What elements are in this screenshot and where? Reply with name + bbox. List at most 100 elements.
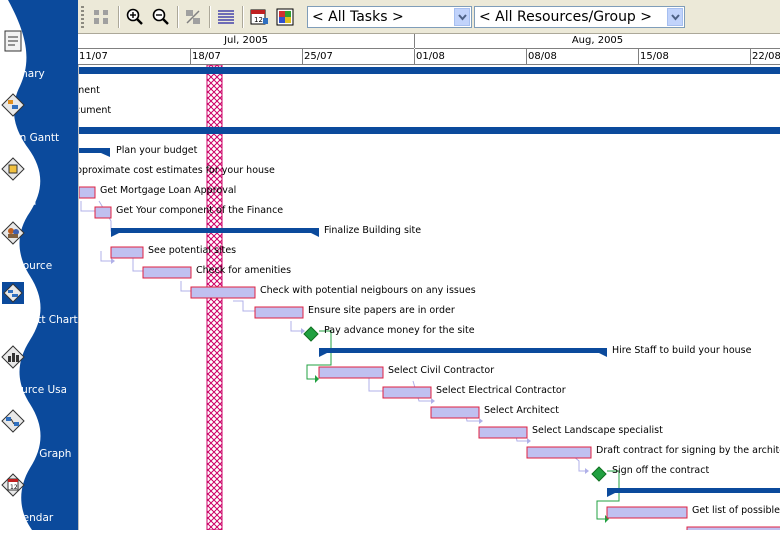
task-bar-landscape [478,426,528,439]
print-preview-icon[interactable] [274,6,296,28]
task-label: ment [79,85,100,96]
sidebar-item-label: Resource [4,260,53,272]
week-label: 22/08 [750,49,780,64]
timescale-divider [78,64,780,65]
critical-arrows [315,375,609,523]
task-bar-amenities [142,266,192,279]
sidebar-item-label: Summary [0,68,45,80]
tasks-filter-dropdown-button[interactable] [454,8,470,26]
gantt-chart-icon [0,277,29,309]
task-bar-neighbours [190,286,256,299]
gridlines-icon[interactable] [215,6,237,28]
task-bar-finance [94,206,112,219]
sidebar-item-calendar[interactable]: 12 Calendar [0,472,78,536]
week-label: 15/08 [638,49,751,64]
task-label: Ensure site papers are in order [308,305,455,316]
zoom-in-icon[interactable] [124,6,146,28]
summary-bar[interactable] [79,127,780,134]
toolbar-separator [242,6,244,28]
toolbar-separator [209,6,211,28]
week-label: 18/07 [190,49,303,64]
sidebar-item-label: Gantt Chart [16,314,78,326]
sidebar-item-label: Plan [14,196,37,208]
task-label: Pay advance money for the site [324,325,475,336]
critical-links [306,330,620,520]
task-bar-architect [430,406,480,419]
sidebar-item-label: Calendar [6,512,54,524]
milestone-sign-off[interactable] [591,466,607,482]
task-label: Get Mortgage Loan Approval [100,185,237,196]
task-label: cument [78,105,112,116]
tasks-filter-select[interactable]: < All Tasks > [307,6,472,28]
month-separator [414,34,415,48]
task-label: Sign off the contract [612,465,710,476]
summary-bar[interactable] [79,148,110,157]
sidebar-item-label: Resource Usage [0,384,66,396]
sidebar-item-label: Plan Gantt [4,132,60,144]
week-label: 01/08 [414,49,527,64]
timescale-header: Jul, 2005 Aug, 2005 11/07 18/07 25/07 01… [78,34,780,65]
task-label: Check with potential neigbours on any is… [260,285,476,296]
task-bar-electrical [382,386,432,399]
task-label: Plan your budget [116,145,198,156]
resource-icon [1,221,25,245]
task-label: See potential sites [148,245,237,256]
gantt-chart-canvas [79,65,780,530]
task-label: Select Landscape specialist [532,425,663,436]
calendar-icon: 12 [1,473,25,497]
task-label: Hire Staff to build your house [612,345,752,356]
sidebar-item-pert-graph[interactable]: PERT Graph [0,408,78,472]
summary-icon [4,30,22,52]
toolbar: 12 < All Tasks > < All Resources/Group > [78,0,780,34]
plan-gantt-icon [1,93,25,117]
task-bar-next [686,526,780,530]
resource-tree-icon[interactable] [90,6,112,28]
task-label: pproximate cost estimates for your house [78,165,275,176]
week-label: 25/07 [302,49,415,64]
task-label: Get Your component of the Finance [116,205,284,216]
toolbar-separator [118,6,120,28]
sidebar-item-plan[interactable]: Plan [0,156,78,220]
gantt-chart-area[interactable]: ment cument Plan your budget pproximate … [78,65,780,530]
month-label: Aug, 2005 [415,34,780,49]
task-bar-contract [526,446,592,459]
week-label: 08/08 [526,49,639,64]
task-label: Draft contract for signing by the archit… [596,445,780,456]
sidebar-item-label: PERT Graph [10,448,72,460]
chevron-down-icon [671,14,680,21]
task-label: Get list of possible [692,505,780,516]
sidebar-item-summary[interactable]: Summary [0,28,78,92]
task-label: Select Civil Contractor [388,365,495,376]
calendar-view-icon[interactable]: 12 [248,6,270,28]
tasks-filter-value: < All Tasks > [312,9,404,25]
zoom-out-icon[interactable] [150,6,172,28]
task-bar-sites [110,246,144,259]
sidebar-item-plan-gantt[interactable]: Plan Gantt [0,92,78,156]
milestone-pay-advance[interactable] [303,326,319,342]
task-bar-possible [606,506,688,519]
sidebar-item-resource[interactable]: Resource [0,220,78,284]
toolbar-separator [177,6,179,28]
summary-bar[interactable] [607,488,780,497]
svg-text:12: 12 [254,16,263,24]
month-label: Jul, 2005 [78,34,414,49]
sidebar-item-resource-usage[interactable]: Resource Usage [0,344,78,408]
task-label: Select Architect [484,405,559,416]
toolbar-grip[interactable] [81,6,84,28]
resources-filter-select[interactable]: < All Resources/Group > [474,6,685,28]
summary-bar-finalize-site[interactable] [111,228,319,237]
resources-filter-value: < All Resources/Group > [479,9,653,25]
resources-filter-dropdown-button[interactable] [667,8,683,26]
task-bar-papers [254,306,304,319]
summary-bar-hire-staff[interactable] [319,348,607,357]
task-bars[interactable] [79,186,780,530]
summary-bar[interactable] [79,67,780,74]
link-tasks-icon[interactable] [182,6,204,28]
view-sidebar: Summary Plan Gantt Plan Resource Gantt C… [0,0,78,530]
sidebar-background [0,0,78,530]
task-label: Check for amenities [196,265,292,276]
sidebar-item-gantt-chart[interactable]: Gantt Chart [0,277,78,344]
week-label: 11/07 [79,51,108,62]
resource-usage-icon [1,345,25,369]
plan-icon [1,157,25,181]
